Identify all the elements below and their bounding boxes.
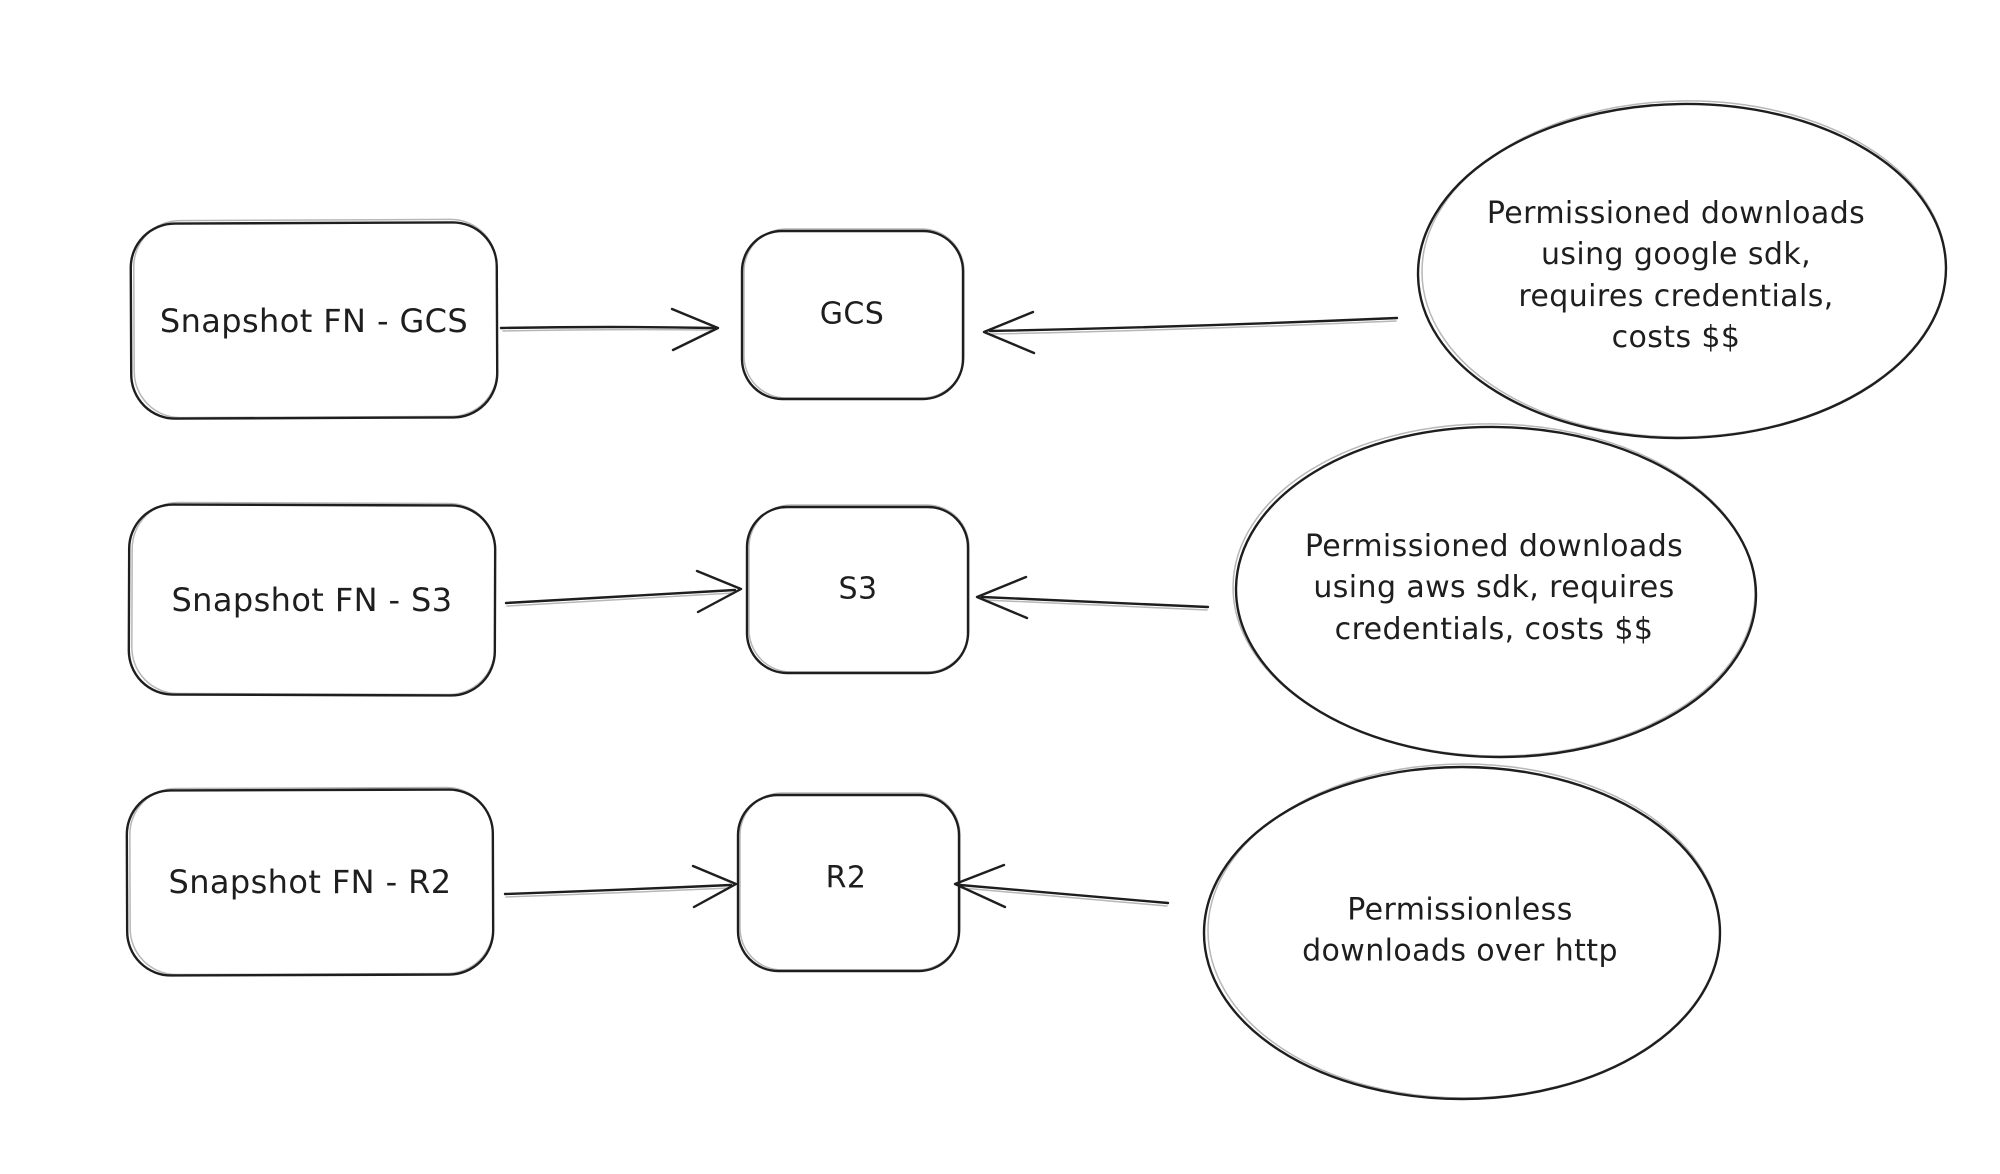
arrow-note-to-target-s3[interactable] [975, 575, 1210, 620]
arrow-source-to-target-r2[interactable] [503, 864, 738, 909]
arrow-source-to-target-s3[interactable] [504, 569, 743, 614]
arrow-note-to-target-gcs[interactable] [982, 310, 1399, 355]
note-s3-text[interactable]: Permissioned downloads using aws sdk, re… [1304, 528, 1684, 647]
note-ellipse-s3-shape[interactable] [1230, 419, 1759, 761]
arrow-note-to-target-r2[interactable] [953, 863, 1170, 909]
target-node-gcs-label[interactable]: GCS [819, 296, 885, 332]
note-gcs-text[interactable]: Permissioned downloads using google sdk,… [1486, 196, 1866, 356]
target-node-s3-label[interactable]: S3 [838, 571, 878, 607]
source-node-s3-shape[interactable] [127, 501, 497, 697]
source-node-gcs-shape[interactable] [129, 218, 499, 420]
note-ellipse-r2-shape[interactable] [1202, 763, 1722, 1101]
source-node-s3-label[interactable]: Snapshot FN - S3 [171, 580, 453, 619]
target-node-s3-shape[interactable] [745, 504, 970, 675]
source-node-r2-shape[interactable] [125, 786, 495, 977]
target-node-r2-label[interactable]: R2 [825, 860, 867, 896]
note-ellipse-gcs-shape[interactable] [1415, 96, 1949, 442]
source-node-gcs-label[interactable]: Snapshot FN - GCS [159, 301, 469, 340]
note-r2-text[interactable]: Permissionless downloads over http [1302, 892, 1618, 969]
arrow-source-to-target-gcs[interactable] [499, 307, 720, 352]
source-node-r2-label[interactable]: Snapshot FN - R2 [168, 862, 452, 901]
target-node-gcs-shape[interactable] [740, 228, 965, 401]
